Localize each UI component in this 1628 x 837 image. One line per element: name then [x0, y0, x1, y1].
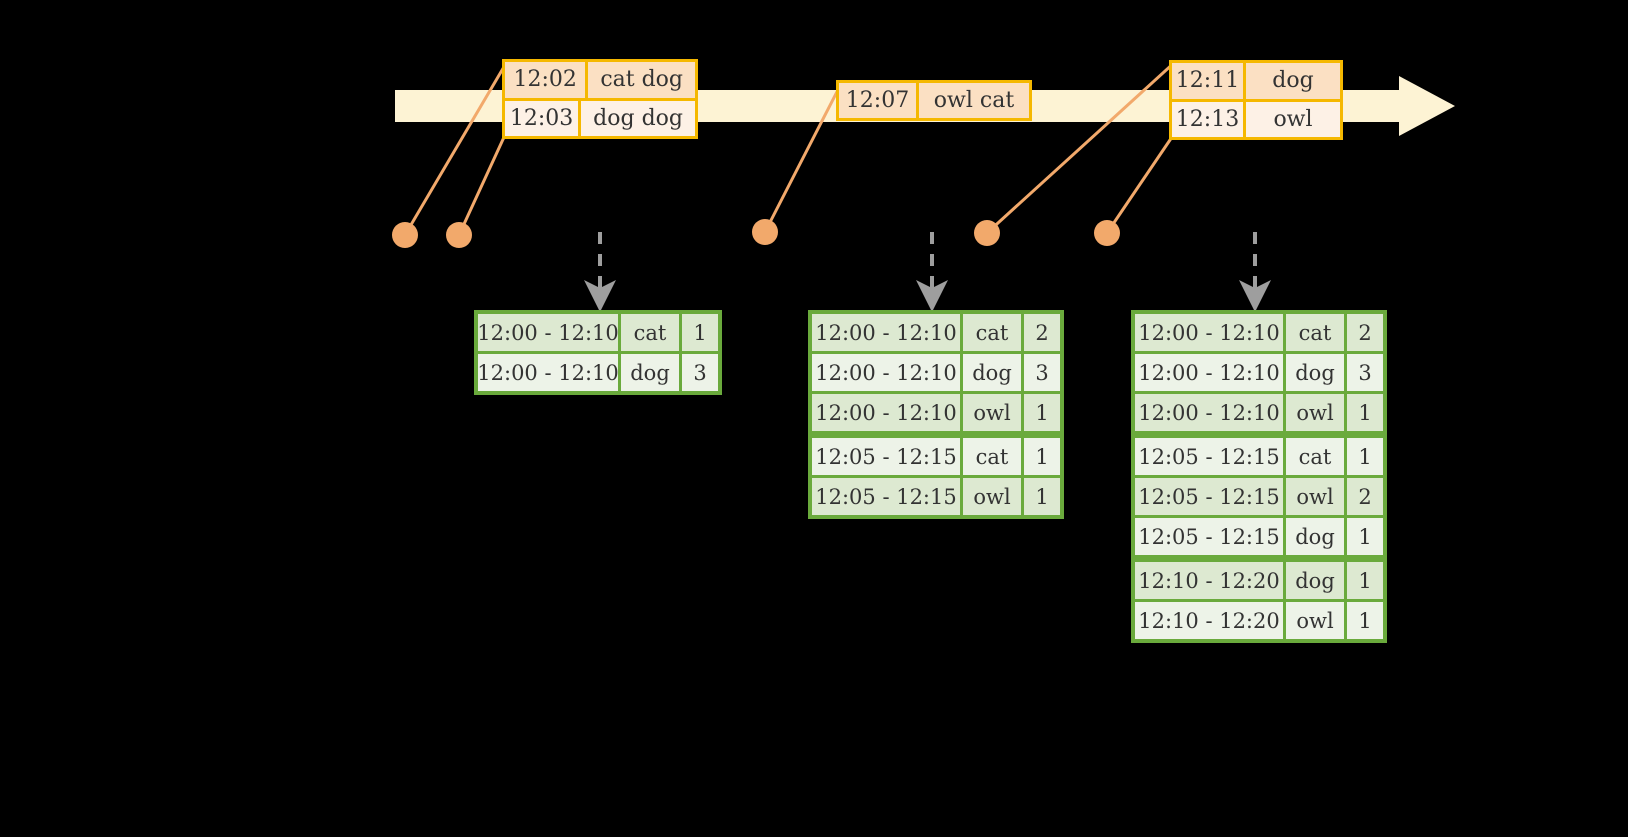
- window-cell: 12:05 - 12:15: [1135, 438, 1283, 475]
- count-cell: 1: [1024, 438, 1060, 475]
- count-cell: 1: [1347, 602, 1383, 639]
- event-timestamp: 12:03: [505, 100, 582, 136]
- event-box-1[interactable]: 12:02 cat dog 12:03 dog dog: [502, 59, 698, 139]
- event-timestamp: 12:07: [839, 83, 919, 118]
- event-box-3[interactable]: 12:11 dog 12:13 owl: [1169, 60, 1343, 140]
- event-words: dog: [1272, 68, 1314, 94]
- word-cell: owl: [963, 478, 1021, 515]
- window-cell: 12:00 - 12:10: [477, 354, 619, 391]
- word-cell: owl: [963, 394, 1021, 431]
- event-row: 12:07 owl cat: [839, 83, 1029, 118]
- window-cell: 12:00 - 12:10: [812, 354, 960, 391]
- count-cell: 1: [1347, 438, 1383, 475]
- event-box-2[interactable]: 12:07 owl cat: [836, 80, 1032, 121]
- event-row: 12:11 dog: [1172, 63, 1340, 99]
- window-cell: 12:05 - 12:15: [812, 478, 960, 515]
- word-cell: owl: [1286, 394, 1344, 431]
- word-cell: owl: [1286, 478, 1344, 515]
- connector-dot-3: [752, 219, 778, 245]
- event-timestamp: 12:11: [1172, 63, 1246, 99]
- window-cell: 12:05 - 12:15: [1135, 478, 1283, 515]
- count-cell: 2: [1347, 314, 1383, 351]
- event-timestamp: 12:02: [505, 62, 589, 98]
- count-cell: 1: [1347, 562, 1383, 599]
- window-cell: 12:05 - 12:15: [1135, 518, 1283, 555]
- event-words: owl: [1273, 106, 1313, 132]
- count-cell: 1: [1347, 518, 1383, 555]
- count-cell: 3: [1024, 354, 1060, 391]
- window-cell: 12:00 - 12:10: [477, 314, 619, 351]
- word-cell: cat: [963, 314, 1021, 351]
- word-cell: dog: [1286, 562, 1344, 599]
- event-words: dog dog: [593, 105, 683, 131]
- word-cell: cat: [1286, 438, 1344, 475]
- word-cell: owl: [1286, 602, 1344, 639]
- timeline-arrowhead-icon: [1399, 76, 1455, 136]
- event-words: owl cat: [933, 88, 1015, 113]
- count-cell: 1: [682, 314, 718, 351]
- window-cell: 12:00 - 12:10: [1135, 354, 1283, 391]
- connector-dot-4: [974, 220, 1000, 246]
- word-cell: cat: [963, 438, 1021, 475]
- count-cell: 1: [1024, 394, 1060, 431]
- word-cell: dog: [621, 354, 679, 391]
- count-cell: 3: [682, 354, 718, 391]
- count-cell: 1: [1347, 394, 1383, 431]
- connector-dot-1: [392, 222, 418, 248]
- window-cell: 12:00 - 12:10: [812, 314, 960, 351]
- count-cell: 1: [1024, 478, 1060, 515]
- word-cell: dog: [963, 354, 1021, 391]
- window-cell: 12:00 - 12:10: [1135, 314, 1283, 351]
- event-row: 12:02 cat dog: [505, 62, 695, 98]
- connector-dot-2: [446, 222, 472, 248]
- word-cell: cat: [1286, 314, 1344, 351]
- connector-dot-5-line: [1105, 136, 1174, 234]
- window-cell: 12:10 - 12:20: [1135, 562, 1283, 599]
- word-cell: dog: [1286, 518, 1344, 555]
- count-cell: 2: [1347, 478, 1383, 515]
- connector-dot-1-line: [403, 59, 510, 236]
- count-cell: 2: [1024, 314, 1060, 351]
- event-row: 12:13 owl: [1172, 98, 1340, 137]
- connector-dot-2-line: [457, 134, 507, 236]
- count-cell: 3: [1347, 354, 1383, 391]
- event-row: 12:03 dog dog: [505, 97, 695, 136]
- window-cell: 12:10 - 12:20: [1135, 602, 1283, 639]
- event-timestamp: 12:13: [1172, 101, 1246, 137]
- window-cell: 12:00 - 12:10: [812, 394, 960, 431]
- window-cell: 12:05 - 12:15: [812, 438, 960, 475]
- word-cell: dog: [1286, 354, 1344, 391]
- connector-dot-5: [1094, 220, 1120, 246]
- window-cell: 12:00 - 12:10: [1135, 394, 1283, 431]
- word-cell: cat: [621, 314, 679, 351]
- event-words: cat dog: [600, 67, 683, 93]
